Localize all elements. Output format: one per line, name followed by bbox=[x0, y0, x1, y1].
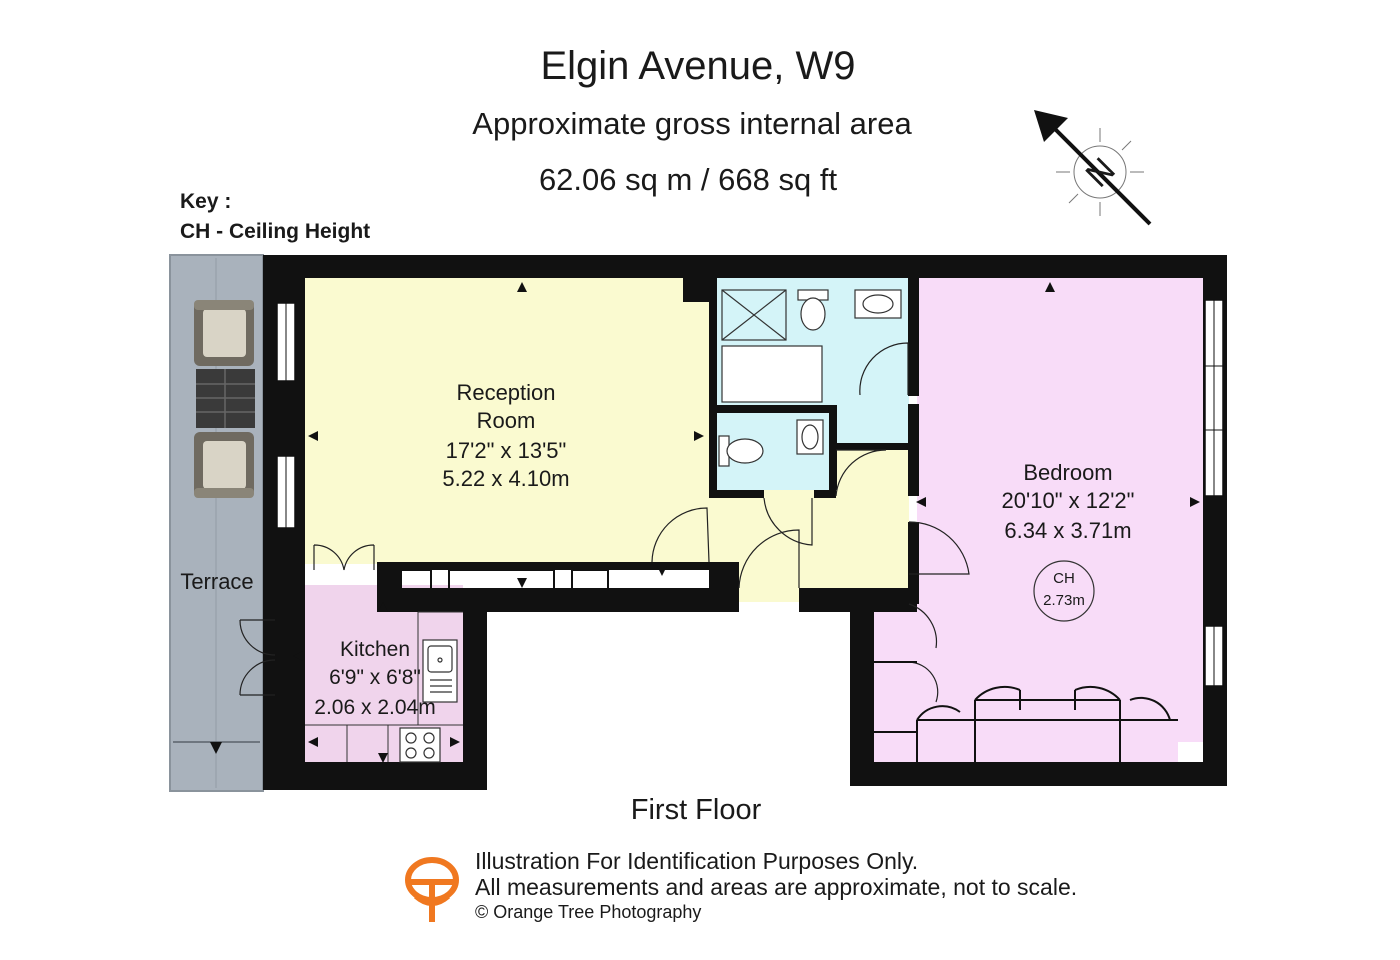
bath-icon bbox=[721, 345, 823, 403]
door-swing bbox=[908, 661, 939, 703]
bedroom-imperial: 20'10" x 12'2" bbox=[1002, 488, 1135, 513]
ceiling-label: CH bbox=[1053, 570, 1075, 587]
area-label: Approximate gross internal area bbox=[472, 106, 912, 141]
doors bbox=[239, 342, 970, 703]
door-swing bbox=[738, 529, 800, 589]
bedroom-metric: 6.34 x 3.71m bbox=[1004, 518, 1131, 543]
bathroom-lobby bbox=[836, 405, 909, 443]
terrace bbox=[169, 254, 264, 792]
reception-metric: 5.22 x 4.10m bbox=[442, 466, 569, 491]
kitchen-imperial: 6'9" x 6'8" bbox=[329, 666, 421, 689]
reception-name-1: Reception bbox=[456, 380, 555, 405]
armchair-icon bbox=[194, 300, 254, 366]
wc-toilet-icon bbox=[718, 435, 764, 467]
key-entry: CH - Ceiling Height bbox=[180, 220, 371, 243]
door-swing bbox=[239, 619, 276, 656]
plan-title: Elgin Avenue, W9 bbox=[540, 44, 856, 88]
floor-plan: Reception Room 17'2" x 13'5" 5.22 x 4.10… bbox=[169, 254, 1227, 792]
area-value: 62.06 sq m / 668 sq ft bbox=[538, 162, 838, 197]
toilet-icon bbox=[797, 289, 829, 331]
door-swing bbox=[908, 521, 970, 575]
wardrobes bbox=[872, 661, 1178, 762]
north-arrow-icon bbox=[1034, 110, 1152, 226]
kitchen-worktop bbox=[305, 611, 463, 762]
copyright: © Orange Tree Photography bbox=[475, 902, 702, 922]
ceiling-value: 2.73m bbox=[1043, 592, 1085, 609]
table-icon bbox=[196, 369, 255, 428]
hallway bbox=[709, 490, 909, 602]
wc-basin-icon bbox=[796, 419, 824, 455]
kitchen-name: Kitchen bbox=[340, 638, 410, 661]
orange-tree-logo-icon bbox=[405, 857, 459, 922]
bedroom bbox=[872, 278, 1203, 762]
door-swing bbox=[908, 603, 938, 649]
bedroom-name: Bedroom bbox=[1023, 460, 1112, 485]
armchair-icon bbox=[194, 432, 254, 498]
ceiling-height-marker: CH 2.73m bbox=[1033, 560, 1095, 622]
dimension-arrows bbox=[293, 282, 1200, 763]
sink-icon bbox=[422, 639, 458, 703]
key-title: Key : bbox=[180, 190, 232, 213]
kitchen-metric: 2.06 x 2.04m bbox=[314, 696, 435, 719]
door-swing bbox=[343, 544, 375, 571]
shower-icon bbox=[721, 289, 787, 341]
door-swing bbox=[651, 507, 710, 563]
floor-label: First Floor bbox=[630, 794, 762, 826]
reception-room bbox=[303, 278, 709, 564]
reception-cupboards bbox=[400, 569, 609, 593]
door-swing bbox=[239, 659, 276, 696]
door-swing bbox=[313, 544, 345, 571]
compass: N bbox=[1034, 110, 1152, 226]
walls bbox=[263, 255, 1227, 790]
disclaimer-line-2: All measurements and areas are approxima… bbox=[475, 874, 1078, 900]
door-swing bbox=[835, 449, 887, 497]
hob-icon bbox=[399, 727, 441, 763]
disclaimer-line-1: Illustration For Identification Purposes… bbox=[475, 848, 919, 874]
hallway-cupboard bbox=[836, 450, 909, 492]
reception-imperial: 17'2" x 13'5" bbox=[446, 438, 567, 463]
terrace-name: Terrace bbox=[180, 569, 253, 594]
basin-icon bbox=[854, 289, 902, 319]
door-swing bbox=[859, 342, 909, 396]
reception-name-2: Room bbox=[477, 408, 536, 433]
